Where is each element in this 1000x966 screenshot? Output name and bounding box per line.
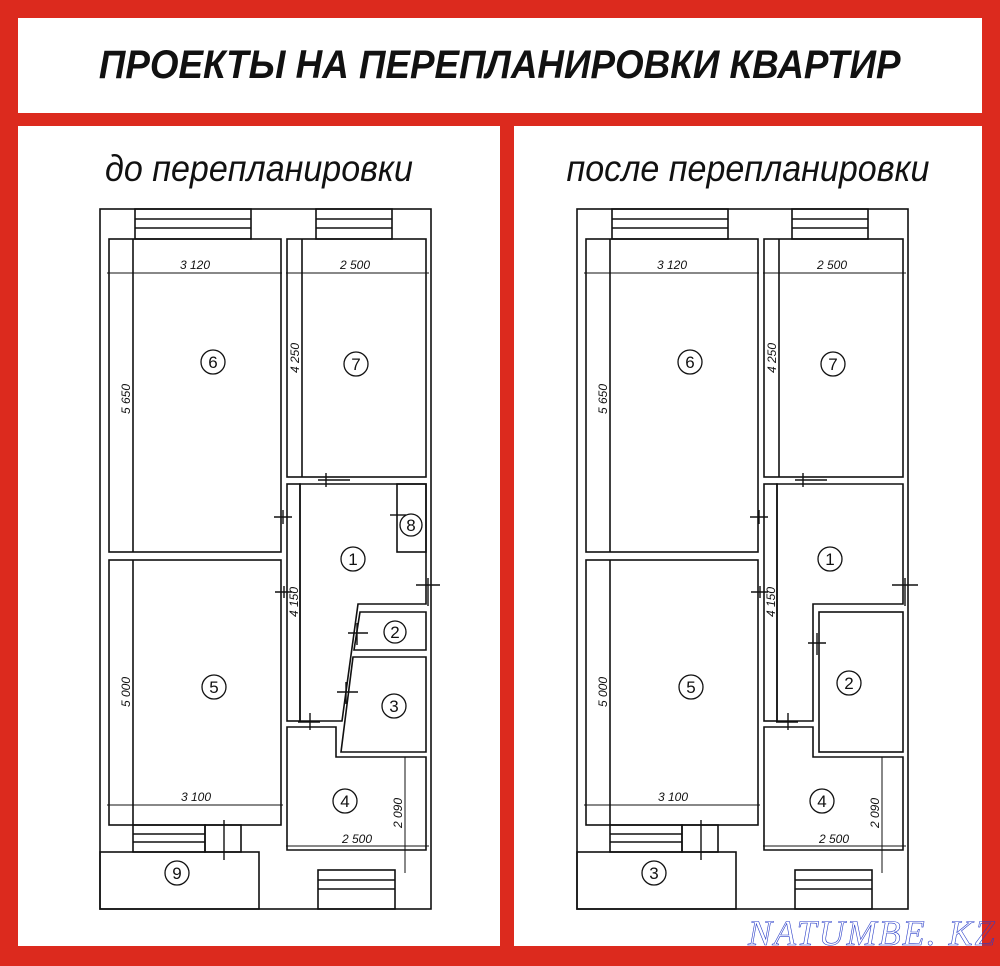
dim-room6-height: 5 650 — [119, 384, 133, 414]
room-label-1: 1 — [825, 550, 834, 569]
dim-room6-width: 3 120 — [657, 258, 687, 272]
room-label-1: 1 — [348, 550, 357, 569]
dim-room5-width: 3 100 — [658, 790, 688, 804]
dim-room7-width: 2 500 — [339, 258, 370, 272]
room-label-7: 7 — [828, 355, 837, 374]
title-banner: ПРОЕКТЫ НА ПЕРЕПЛАНИРОВКИ КВАРТИР — [18, 18, 982, 113]
room-label-3: 3 — [649, 864, 658, 883]
room-label-5: 5 — [686, 678, 695, 697]
room-label-8: 8 — [406, 516, 415, 535]
room-label-4: 4 — [340, 792, 349, 811]
floor-plan-after: 3 120 2 500 5 650 4 250 4 150 5 000 3 10… — [576, 208, 918, 910]
dim-room5-width: 3 100 — [181, 790, 211, 804]
dim-room4-width: 2 500 — [818, 832, 849, 846]
dim-corridor-height: 4 150 — [287, 587, 301, 617]
floor-plan-before: 3 120 2 500 5 650 4 250 4 150 5 000 3 10… — [99, 208, 440, 910]
dim-room6-height: 5 650 — [596, 384, 610, 414]
dim-room4-height: 2 090 — [391, 798, 405, 829]
room-label-7: 7 — [351, 355, 360, 374]
room-label-3: 3 — [389, 697, 398, 716]
dim-room5-height: 5 000 — [119, 677, 133, 707]
dim-room7-width: 2 500 — [816, 258, 847, 272]
subtitle-after: после перепланировки — [566, 148, 930, 189]
watermark: NATUMBE. KZ — [748, 913, 997, 954]
page-title: ПРОЕКТЫ НА ПЕРЕПЛАНИРОВКИ КВАРТИР — [99, 43, 901, 87]
room-label-5: 5 — [209, 678, 218, 697]
room-label-6: 6 — [208, 353, 217, 372]
dim-room5-height: 5 000 — [596, 677, 610, 707]
dim-corridor-height: 4 150 — [764, 587, 778, 617]
dim-room7-height: 4 250 — [288, 343, 302, 373]
subtitle-before: до перепланировки — [105, 148, 413, 189]
room-label-6: 6 — [685, 353, 694, 372]
dim-room4-width: 2 500 — [341, 832, 372, 846]
room-label-2: 2 — [390, 623, 399, 642]
room-label-2: 2 — [844, 674, 853, 693]
dim-room7-height: 4 250 — [765, 343, 779, 373]
dim-room4-height: 2 090 — [868, 798, 882, 829]
room-label-9: 9 — [172, 864, 181, 883]
panel-after: после перепланировки — [514, 126, 982, 946]
room-label-4: 4 — [817, 792, 826, 811]
dim-room6-width: 3 120 — [180, 258, 210, 272]
panel-before: до перепланировки — [18, 126, 500, 946]
